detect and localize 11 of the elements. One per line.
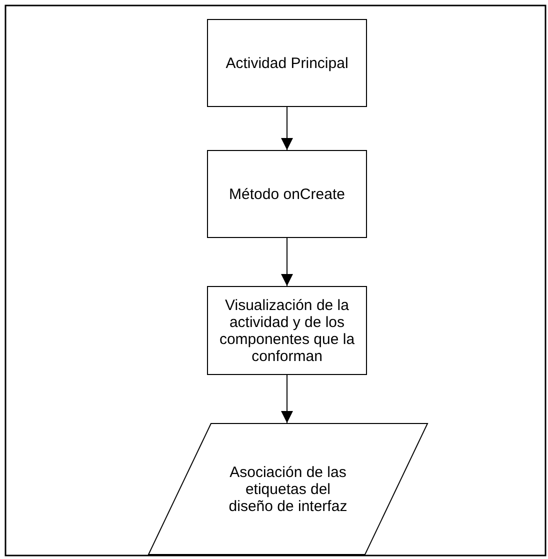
arrow (281, 106, 293, 150)
process-box (207, 286, 367, 375)
process-box (207, 150, 367, 238)
process-box (207, 19, 367, 107)
arrow (281, 238, 293, 286)
node-label: Actividad Principal (226, 54, 348, 72)
node-label: Método onCreate (229, 186, 345, 202)
node-label: Asociación de las etiquetas del diseño de interfaz (228, 464, 348, 514)
arrow (281, 374, 293, 424)
node-label: Visualización de la actividad y de los componentes que la conforman (218, 296, 356, 364)
io-parallelogram (148, 423, 428, 555)
